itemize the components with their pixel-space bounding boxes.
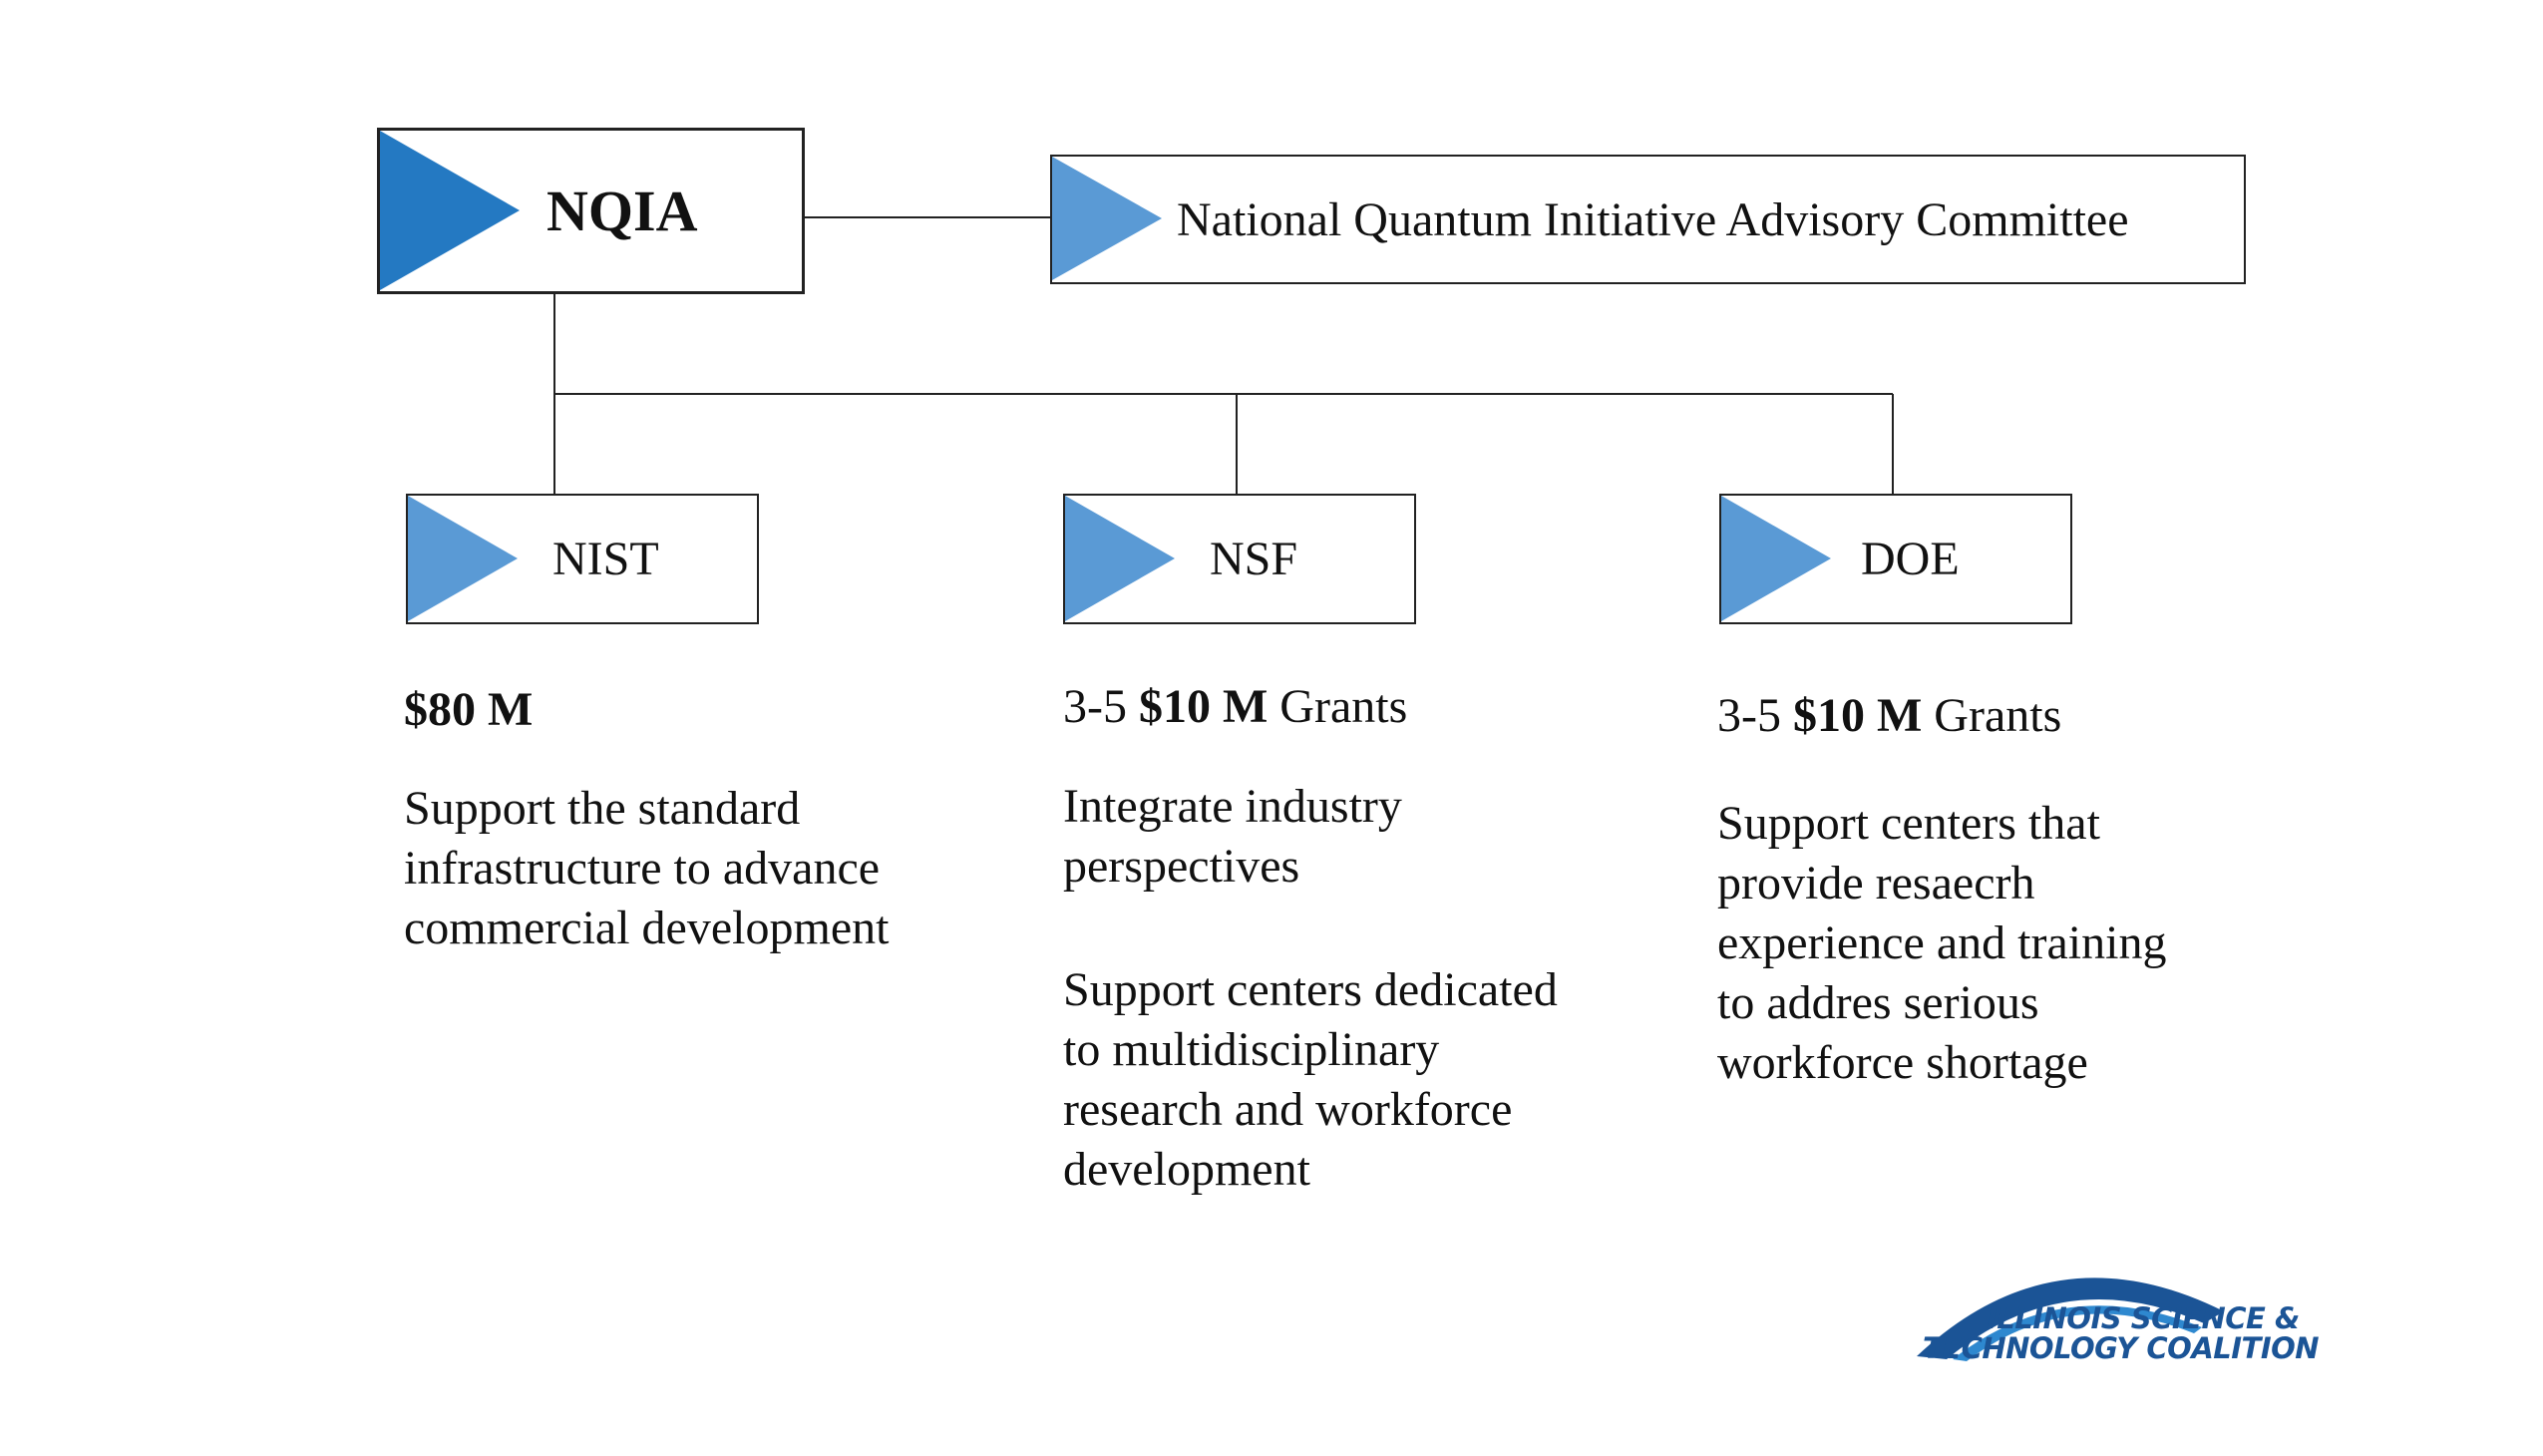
logo-line-1: ILLINOIS SCIENCE & xyxy=(1987,1301,2300,1335)
nsf-funding: 3-5 $10 M Grants xyxy=(1063,680,1408,733)
triangle-marker-icon xyxy=(1065,496,1175,621)
nqia-label: NQIA xyxy=(546,179,698,243)
nsf-funding-amount: $10 M xyxy=(1138,680,1269,733)
nqia-node: NQIA xyxy=(377,128,805,294)
nsf-description-2: Support centers dedicated to multidiscip… xyxy=(1063,963,1558,1196)
doe-funding-amount: $10 M xyxy=(1792,689,1923,742)
nsf-details: 3-5 $10 M Grants Integrate industry pers… xyxy=(1063,677,1582,1200)
triangle-marker-icon xyxy=(408,496,518,621)
nist-node: NIST xyxy=(406,494,759,624)
nist-funding: $80 M xyxy=(404,680,922,740)
triangle-marker-icon xyxy=(1052,157,1162,280)
nsf-label: NSF xyxy=(1210,533,1298,585)
nist-funding-amount: $80 M xyxy=(404,683,534,736)
nist-label: NIST xyxy=(552,533,659,585)
triangle-marker-icon xyxy=(1721,496,1831,621)
logo-line-2: TECHNOLOGY COALITION xyxy=(1923,1331,2320,1365)
doe-description: Support centers that provide resaecrh ex… xyxy=(1717,797,2167,1089)
doe-node: DOE xyxy=(1719,494,2072,624)
advisory-committee-label: National Quantum Initiative Advisory Com… xyxy=(1177,192,2129,246)
triangle-marker-icon xyxy=(380,131,520,290)
nist-description: Support the standard infrastructure to a… xyxy=(404,782,890,954)
nsf-node: NSF xyxy=(1063,494,1416,624)
bridge-arch-icon xyxy=(1917,1277,2224,1361)
doe-funding: 3-5 $10 M Grants xyxy=(1717,689,2062,742)
nist-details: $80 M Support the standard infrastructur… xyxy=(404,680,922,958)
advisory-committee-node: National Quantum Initiative Advisory Com… xyxy=(1050,155,2246,284)
doe-label: DOE xyxy=(1861,533,1960,585)
doe-details: 3-5 $10 M Grants Support centers that pr… xyxy=(1717,686,2176,1093)
nsf-description-1: Integrate industry perspectives xyxy=(1063,780,1402,893)
